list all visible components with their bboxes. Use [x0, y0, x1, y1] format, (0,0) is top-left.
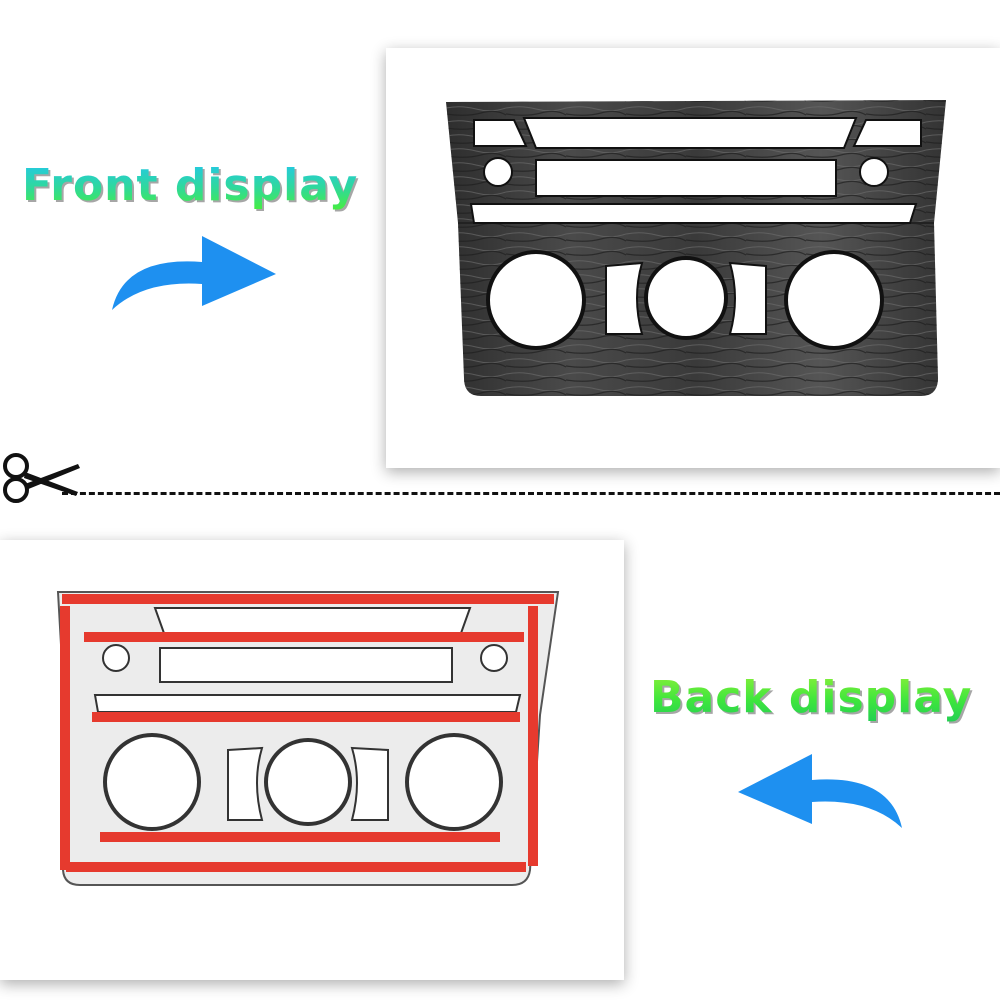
red-adhesive-tape: [60, 594, 554, 872]
front-display-caption: Front display: [22, 160, 359, 211]
back-display-caption: Back display: [650, 672, 973, 723]
scissors-icon: [0, 448, 80, 508]
front-photo-card: [386, 48, 1000, 468]
curved-arrow-left-icon: [730, 744, 910, 834]
back-photo-card: [0, 540, 624, 980]
front-trim-panel: [446, 100, 946, 396]
back-panel-image: [56, 591, 560, 886]
cut-line-divider: [62, 492, 1000, 495]
back-trim-panel: [56, 591, 560, 886]
curved-arrow-right-icon: [104, 226, 284, 316]
front-panel-image: [446, 100, 946, 396]
